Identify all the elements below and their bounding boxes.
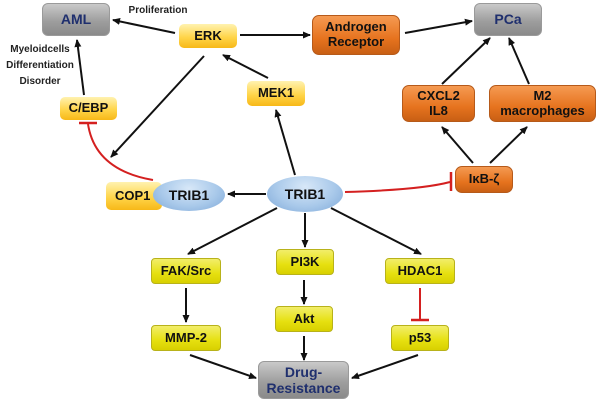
il8-label: IL8 (429, 102, 448, 118)
label-myeloid-line3: Disorder (19, 76, 61, 87)
edge-mmp2-drug (189, 354, 257, 380)
label-myeloid-line1: Myeloidcells (10, 44, 70, 55)
node-cxcl2-il8: CXCL2 IL8 (402, 85, 475, 122)
node-p53: p53 (391, 325, 449, 351)
edge-m2-pca (508, 37, 530, 85)
label-myeloid-line2: Differentiation (6, 60, 74, 71)
edge-ikb-m2 (489, 126, 528, 164)
macrophages-label: macrophages (500, 102, 585, 118)
node-cebp: C/EBP (60, 97, 117, 120)
node-pca: PCa (474, 3, 542, 36)
edge-trib1-ikb-inhibition (344, 181, 451, 193)
node-drug-resistance: Drug- Resistance (258, 361, 349, 399)
drug-resistance-line2: Resistance (266, 380, 341, 396)
node-m2-macrophages: M2 macrophages (489, 85, 596, 122)
edge-androgen-receptor-pca (404, 18, 473, 34)
node-mek1: MEK1 (247, 81, 305, 106)
edge-ikb-cxcl2 (441, 126, 474, 164)
node-androgen-receptor: Androgen Receptor (312, 15, 400, 55)
node-pi3k: PI3K (276, 249, 334, 275)
node-fak-src: FAK/Src (151, 258, 221, 284)
node-mmp2: MMP-2 (151, 325, 221, 351)
node-ikb-zeta: IκB-ζ (455, 166, 513, 193)
edge-mek1-erk (222, 54, 269, 79)
edge-cxcl2-pca (441, 37, 491, 85)
cxcl2-label: CXCL2 (417, 87, 460, 103)
edge-cebp-aml (74, 39, 85, 96)
node-trib1-cop1-bound: TRIB1 (153, 179, 225, 211)
node-akt: Akt (275, 306, 333, 332)
node-erk: ERK (179, 24, 237, 48)
edge-p53-drug (351, 354, 419, 380)
edge-erk-cop1 (110, 55, 205, 158)
m2-label: M2 (533, 87, 552, 103)
node-aml: AML (42, 3, 110, 36)
edge-trib1-mek1 (274, 109, 296, 176)
edge-trib1-hdac1 (330, 207, 422, 255)
label-proliferation: Proliferation (128, 5, 188, 16)
edge-trib1-cebp-inhibition (87, 123, 154, 181)
node-trib1-center: TRIB1 (267, 176, 343, 212)
label-myeloid-disorder: Myeloidcells Differentiation Disorder (0, 42, 80, 90)
node-cop1: COP1 (106, 182, 162, 210)
edge-trib1-fak (187, 207, 278, 255)
edge-erk-aml (112, 18, 176, 34)
drug-resistance-line1: Drug- (284, 363, 323, 380)
node-hdac1: HDAC1 (385, 258, 455, 284)
